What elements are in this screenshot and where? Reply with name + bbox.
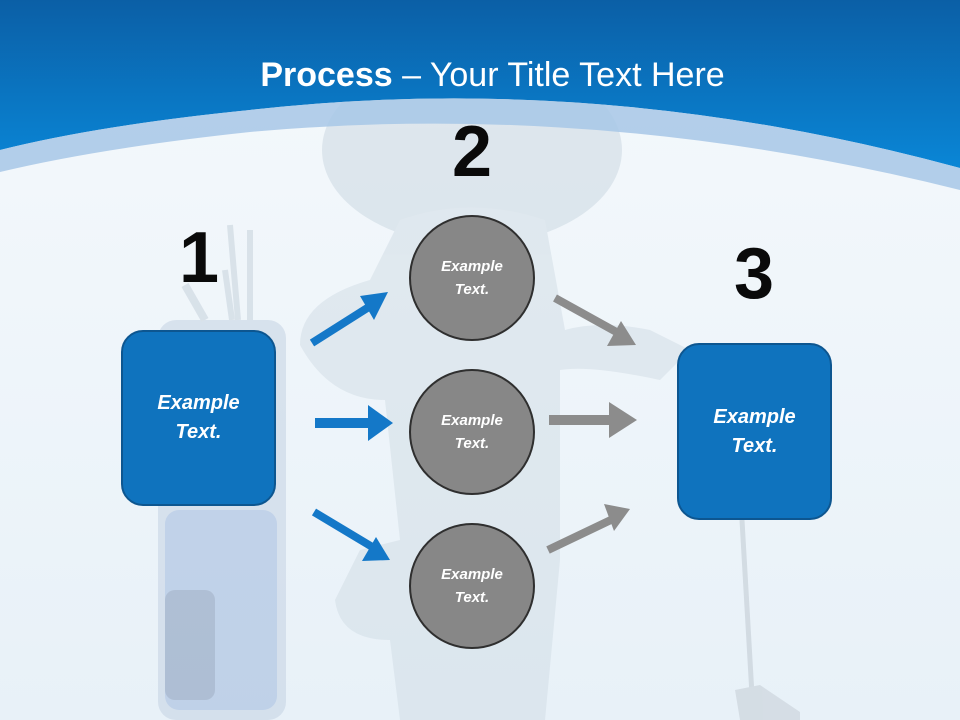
header-swoosh bbox=[0, 98, 960, 190]
title-bold: Process bbox=[260, 56, 393, 94]
circle-middle: Example Text. bbox=[409, 369, 535, 495]
circle-middle-text: Example Text. bbox=[441, 412, 503, 452]
left-box: Example Text. bbox=[121, 330, 276, 506]
blue-arrows bbox=[309, 292, 393, 561]
arrow-up-right bbox=[309, 292, 388, 347]
golf-club-illustration bbox=[735, 519, 800, 720]
slide-title: Process – Your Title Text Here bbox=[0, 52, 960, 98]
circle-bottom-text: Example Text. bbox=[441, 566, 503, 606]
arrow-up-right-gray bbox=[546, 504, 630, 554]
arrow-down-right bbox=[311, 508, 390, 561]
circle-bottom: Example Text. bbox=[409, 523, 535, 649]
left-box-text: Example Text. bbox=[157, 392, 240, 443]
arrow-right bbox=[315, 405, 393, 441]
title-rest: – Your Title Text Here bbox=[392, 56, 725, 94]
gray-arrows bbox=[546, 294, 637, 554]
header-band bbox=[0, 0, 960, 168]
arrow-down-right-gray bbox=[553, 294, 636, 346]
right-box-text: Example Text. bbox=[713, 405, 796, 457]
step-number-3: 3 bbox=[733, 234, 775, 314]
right-box: Example Text. bbox=[677, 343, 832, 520]
step-number-2: 2 bbox=[451, 112, 493, 192]
arrow-right-gray bbox=[549, 402, 637, 438]
step-number-1: 1 bbox=[178, 218, 220, 298]
circle-top-text: Example Text. bbox=[441, 258, 503, 298]
circle-top: Example Text. bbox=[409, 215, 535, 341]
